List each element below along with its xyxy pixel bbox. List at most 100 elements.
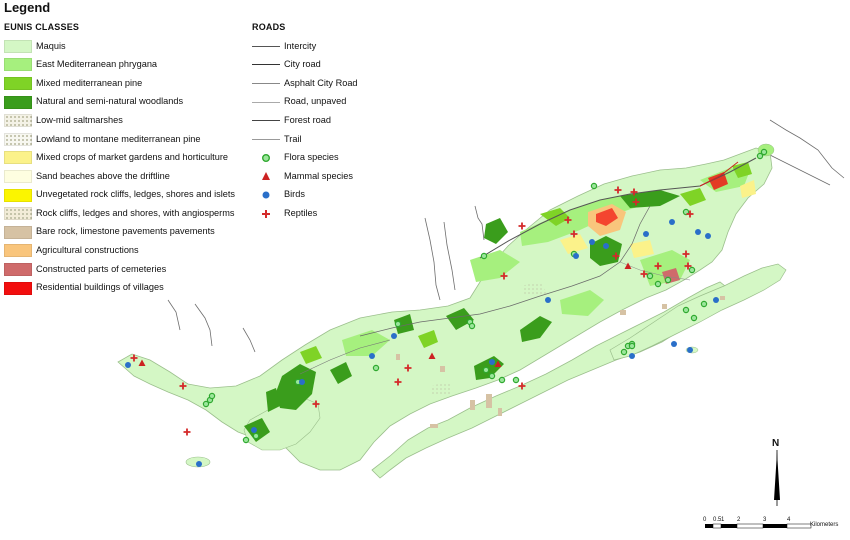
road-line-icon xyxy=(252,96,280,109)
roads-heading: ROADS xyxy=(252,22,286,32)
circle-marker xyxy=(589,239,595,245)
circle-marker xyxy=(489,359,495,365)
circle-marker xyxy=(713,297,719,303)
cross-marker xyxy=(130,354,138,362)
legend-row-eunis: East Mediterranean phrygana xyxy=(4,56,235,75)
cross-marker xyxy=(183,428,191,436)
legend-swatch xyxy=(4,39,32,53)
flora-marker xyxy=(654,280,662,288)
circle-marker xyxy=(391,333,397,339)
legend-label: Sand beaches above the driftline xyxy=(36,170,170,181)
legend-swatch xyxy=(4,151,32,165)
legend-row-road: Intercity xyxy=(252,37,358,56)
legend-title: Legend xyxy=(4,0,51,15)
legend-row-road: City road xyxy=(252,56,358,75)
legend-row-species: Birds xyxy=(252,186,358,205)
legend-label: Mixed crops of market gardens and hortic… xyxy=(36,152,229,163)
legend-label: Lowland to montane mediterranean pine xyxy=(36,133,201,144)
cross-marker xyxy=(686,210,694,218)
flora-marker xyxy=(498,376,506,384)
legend-row-eunis: Low-mid saltmarshes xyxy=(4,111,235,130)
cross-marker xyxy=(179,382,187,390)
legend-swatch xyxy=(4,95,32,109)
legend-row-eunis: Rock cliffs, ledges and shores, with ang… xyxy=(4,204,235,223)
legend-row-eunis: Residential buildings of villages xyxy=(4,279,235,298)
legend-row-eunis: Sand beaches above the driftline xyxy=(4,167,235,186)
legend-label: Natural and semi-natural woodlands xyxy=(36,96,184,107)
triangle-marker xyxy=(428,352,436,359)
bare-rock-patches xyxy=(396,296,725,428)
flora-marker xyxy=(394,320,402,328)
cross-marker xyxy=(404,364,412,372)
species-markers xyxy=(125,148,768,467)
cross-marker xyxy=(612,252,620,260)
legend-row-species: Flora species xyxy=(252,149,358,168)
scale-tick-label: 1 xyxy=(721,517,725,523)
flora-marker xyxy=(682,306,690,314)
circle-marker xyxy=(573,253,579,259)
flora-marker xyxy=(620,348,628,356)
road-line-icon xyxy=(252,58,280,71)
cross-marker xyxy=(564,216,572,224)
circle-marker-icon xyxy=(252,189,280,202)
legend-row-eunis: Mixed mediterranean pine xyxy=(4,74,235,93)
cross-marker xyxy=(312,400,320,408)
legend-row-road: Forest road xyxy=(252,111,358,130)
triangle-marker xyxy=(624,262,632,269)
cross-marker xyxy=(630,188,638,196)
road-line-icon xyxy=(252,40,280,53)
flora-marker xyxy=(760,148,768,156)
circle-marker xyxy=(629,353,635,359)
north-arrow xyxy=(774,450,780,506)
legend-swatch xyxy=(4,76,32,90)
legend-swatch xyxy=(4,207,32,221)
legend-swatch xyxy=(4,281,32,295)
circle-marker xyxy=(125,362,131,368)
flora-marker xyxy=(512,376,520,384)
flora-marker xyxy=(480,252,488,260)
flora-marker xyxy=(468,322,476,330)
legend-swatch xyxy=(4,169,32,183)
legend-row-road: Road, unpaved xyxy=(252,93,358,112)
legend-row-eunis: Bare rock, limestone pavements pavements xyxy=(4,223,235,242)
scale-tick-label: 0.5 xyxy=(713,517,722,523)
scale-unit-label: Kilometers xyxy=(810,522,839,528)
flora-marker xyxy=(482,366,490,374)
legend-label: Mammal species xyxy=(284,170,353,181)
cross-marker xyxy=(654,262,662,270)
legend-row-eunis: Lowland to montane mediterranean pine xyxy=(4,130,235,149)
cross-marker xyxy=(570,230,578,238)
circle-marker xyxy=(299,379,305,385)
legend-row-species: Reptiles xyxy=(252,204,358,223)
legend-swatch xyxy=(4,262,32,276)
flora-marker xyxy=(700,300,708,308)
roads xyxy=(299,157,757,375)
legend-row-eunis: Maquis xyxy=(4,37,235,56)
north-label: N xyxy=(772,438,780,449)
legend-swatch xyxy=(4,244,32,258)
legend-label: Intercity xyxy=(284,40,317,51)
flora-marker xyxy=(590,182,598,190)
cross-marker xyxy=(682,250,690,258)
flora-marker xyxy=(690,314,698,322)
legend-label: Constructed parts of cemeteries xyxy=(36,263,167,274)
flora-marker xyxy=(202,400,210,408)
cross-marker-icon xyxy=(252,207,280,220)
legend-row-eunis: Unvegetated rock cliffs, ledges, shores … xyxy=(4,186,235,205)
legend-label: Flora species xyxy=(284,152,339,163)
legend-label: Residential buildings of villages xyxy=(36,282,164,293)
legend-swatch xyxy=(4,58,32,72)
flora-marker xyxy=(488,372,496,380)
flora-marker xyxy=(208,392,216,400)
legend-label: Reptiles xyxy=(284,207,318,218)
cross-marker xyxy=(518,222,526,230)
circle-marker xyxy=(669,219,675,225)
circle-marker xyxy=(695,229,701,235)
flora-marker xyxy=(242,436,250,444)
legend-label: Road, unpaved xyxy=(284,96,347,107)
cross-marker xyxy=(632,198,640,206)
cross-marker xyxy=(640,270,648,278)
